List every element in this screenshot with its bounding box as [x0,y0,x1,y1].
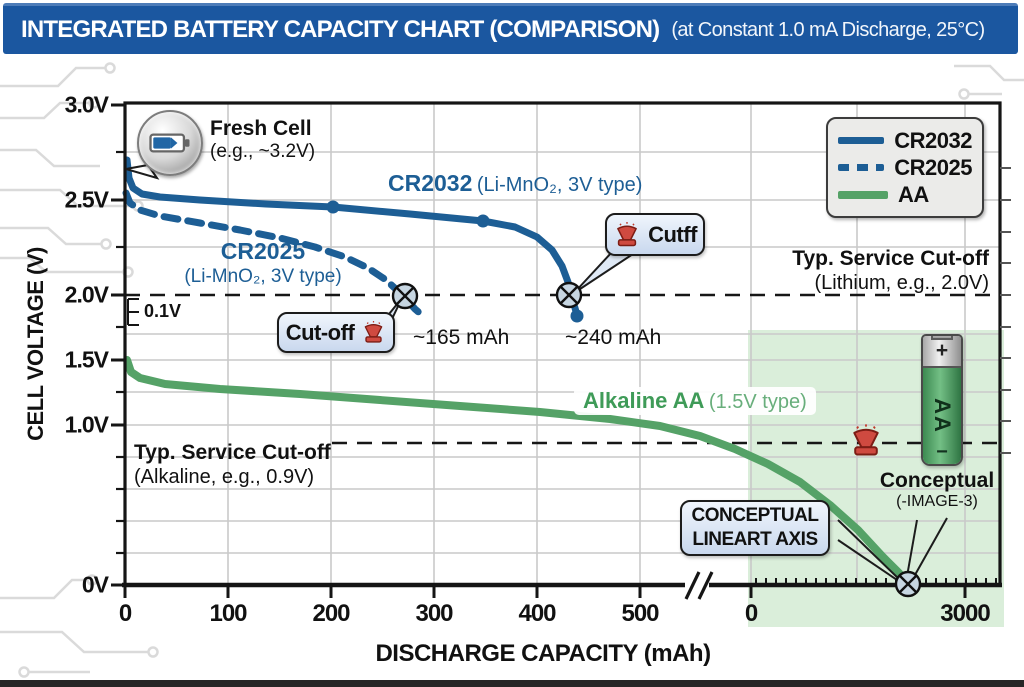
fresh-cell-badge [137,110,203,176]
legend-line-cr2025 [838,164,885,171]
bottom-strip [0,680,1024,687]
legend-row-aa: AA [838,181,972,208]
page-title: INTEGRATED BATTERY CAPACITY CHART (COMPA… [21,16,660,43]
cr2025-type: (Li-MnO₂, 3V type) [184,265,342,287]
fresh-cell-sub: (e.g., ~3.2V) [210,141,316,163]
cr2032-name: CR2032 [388,170,473,196]
lithium-cutoff-sub: (Lithium, e.g., 2.0V) [814,272,989,295]
cr2032-type: (Li-MnO₂, 3V type) [476,174,643,196]
header-bar: INTEGRATED BATTERY CAPACITY CHART (COMPA… [3,3,1018,54]
cutoff-callout: Cut-off [277,312,395,353]
legend-label-aa: AA [898,181,929,207]
alkaline-cutoff-note: Typ. Service Cut-off (Alkaline, e.g., 0.… [134,440,331,489]
x-tick-label: 0 [118,600,132,627]
cutff-text: Cutff [648,221,697,247]
lineart-line1: CONCEPTUAL [691,505,819,527]
conceptual-note: Conceptual (-IMAGE-3) [872,469,1002,512]
alkaline-name: Alkaline AA [583,388,705,413]
x-tick-label: 100 [209,600,247,627]
battery-terminal-nub [931,336,953,340]
y-axis-title: CELL VOLTAGE (V) [23,247,48,441]
legend-row-cr2025: CR2025 [838,154,972,181]
y-tick-label: 0V [81,571,109,598]
cutff-callout: Cutff [605,213,705,256]
x-axis-title: DISCHARGE CAPACITY (mAh) [375,640,711,667]
cr2025-series-label: CR2025 (Li-MnO₂, 3V type) [163,238,363,288]
x-tick-label: 500 [621,600,659,627]
legend-line-cr2032 [838,137,885,144]
cutoff-text: Cut-off [285,319,355,345]
aa-battery-illustration: + AA − [921,334,963,466]
alkaline-type: (1.5V type) [708,391,807,413]
legend-row-cr2032: CR2032 [838,127,972,154]
x-tick-label: 400 [518,600,556,627]
lithium-cutoff-title: Typ. Service Cut-off [792,247,989,270]
fresh-cell-title: Fresh Cell [210,117,312,140]
page-subtitle: (at Constant 1.0 mA Discharge, 25°C) [671,18,985,41]
x-tick-label: 200 [312,600,350,627]
lineart-axis-callout: CONCEPTUAL LINEART AXIS [680,500,830,556]
battery-icon [149,133,190,153]
x-tick-label: 300 [415,600,453,627]
battery-body: AA − [923,368,961,464]
alkaline-series-label: Alkaline AA (1.5V type) [574,387,816,415]
y-tick-label: 2.5V [64,186,109,213]
cutoff-icon [613,220,641,250]
battery-negative-text: − [936,441,948,463]
legend-label-cr2032: CR2032 [894,127,972,153]
legend-label-cr2025: CR2025 [894,154,972,180]
conceptual-title: Conceptual [879,469,995,492]
battery-aa-text: AA [930,398,955,434]
alkaline-cutoff-sub: (Alkaline, e.g., 0.9V) [134,466,315,489]
cr2032-series-label: CR2032 (Li-MnO₂, 3V type) [388,170,642,197]
cutoff-icon [361,319,386,346]
y-tick-label: 3.0V [64,91,109,118]
scale-indicator-label: 0.1V [144,301,182,321]
cr2032-capacity-label: ~240 mAh [565,326,662,349]
lithium-cutoff-note: Typ. Service Cut-off (Lithium, e.g., 2.0… [767,246,989,295]
legend: CR2032 CR2025 AA [826,117,984,218]
cr2025-capacity-label: ~165 mAh [413,326,510,349]
cr2025-name: CR2025 [220,238,306,264]
battery-positive-cap: + [923,336,961,368]
legend-line-aa [838,190,888,199]
lineart-line2: LINEART AXIS [692,529,818,550]
fresh-cell-label: Fresh Cell (e.g., ~3.2V) [210,116,315,164]
conceptual-sub: (-IMAGE-3) [896,493,978,511]
alkaline-cutoff-title: Typ. Service Cut-off [134,441,331,464]
